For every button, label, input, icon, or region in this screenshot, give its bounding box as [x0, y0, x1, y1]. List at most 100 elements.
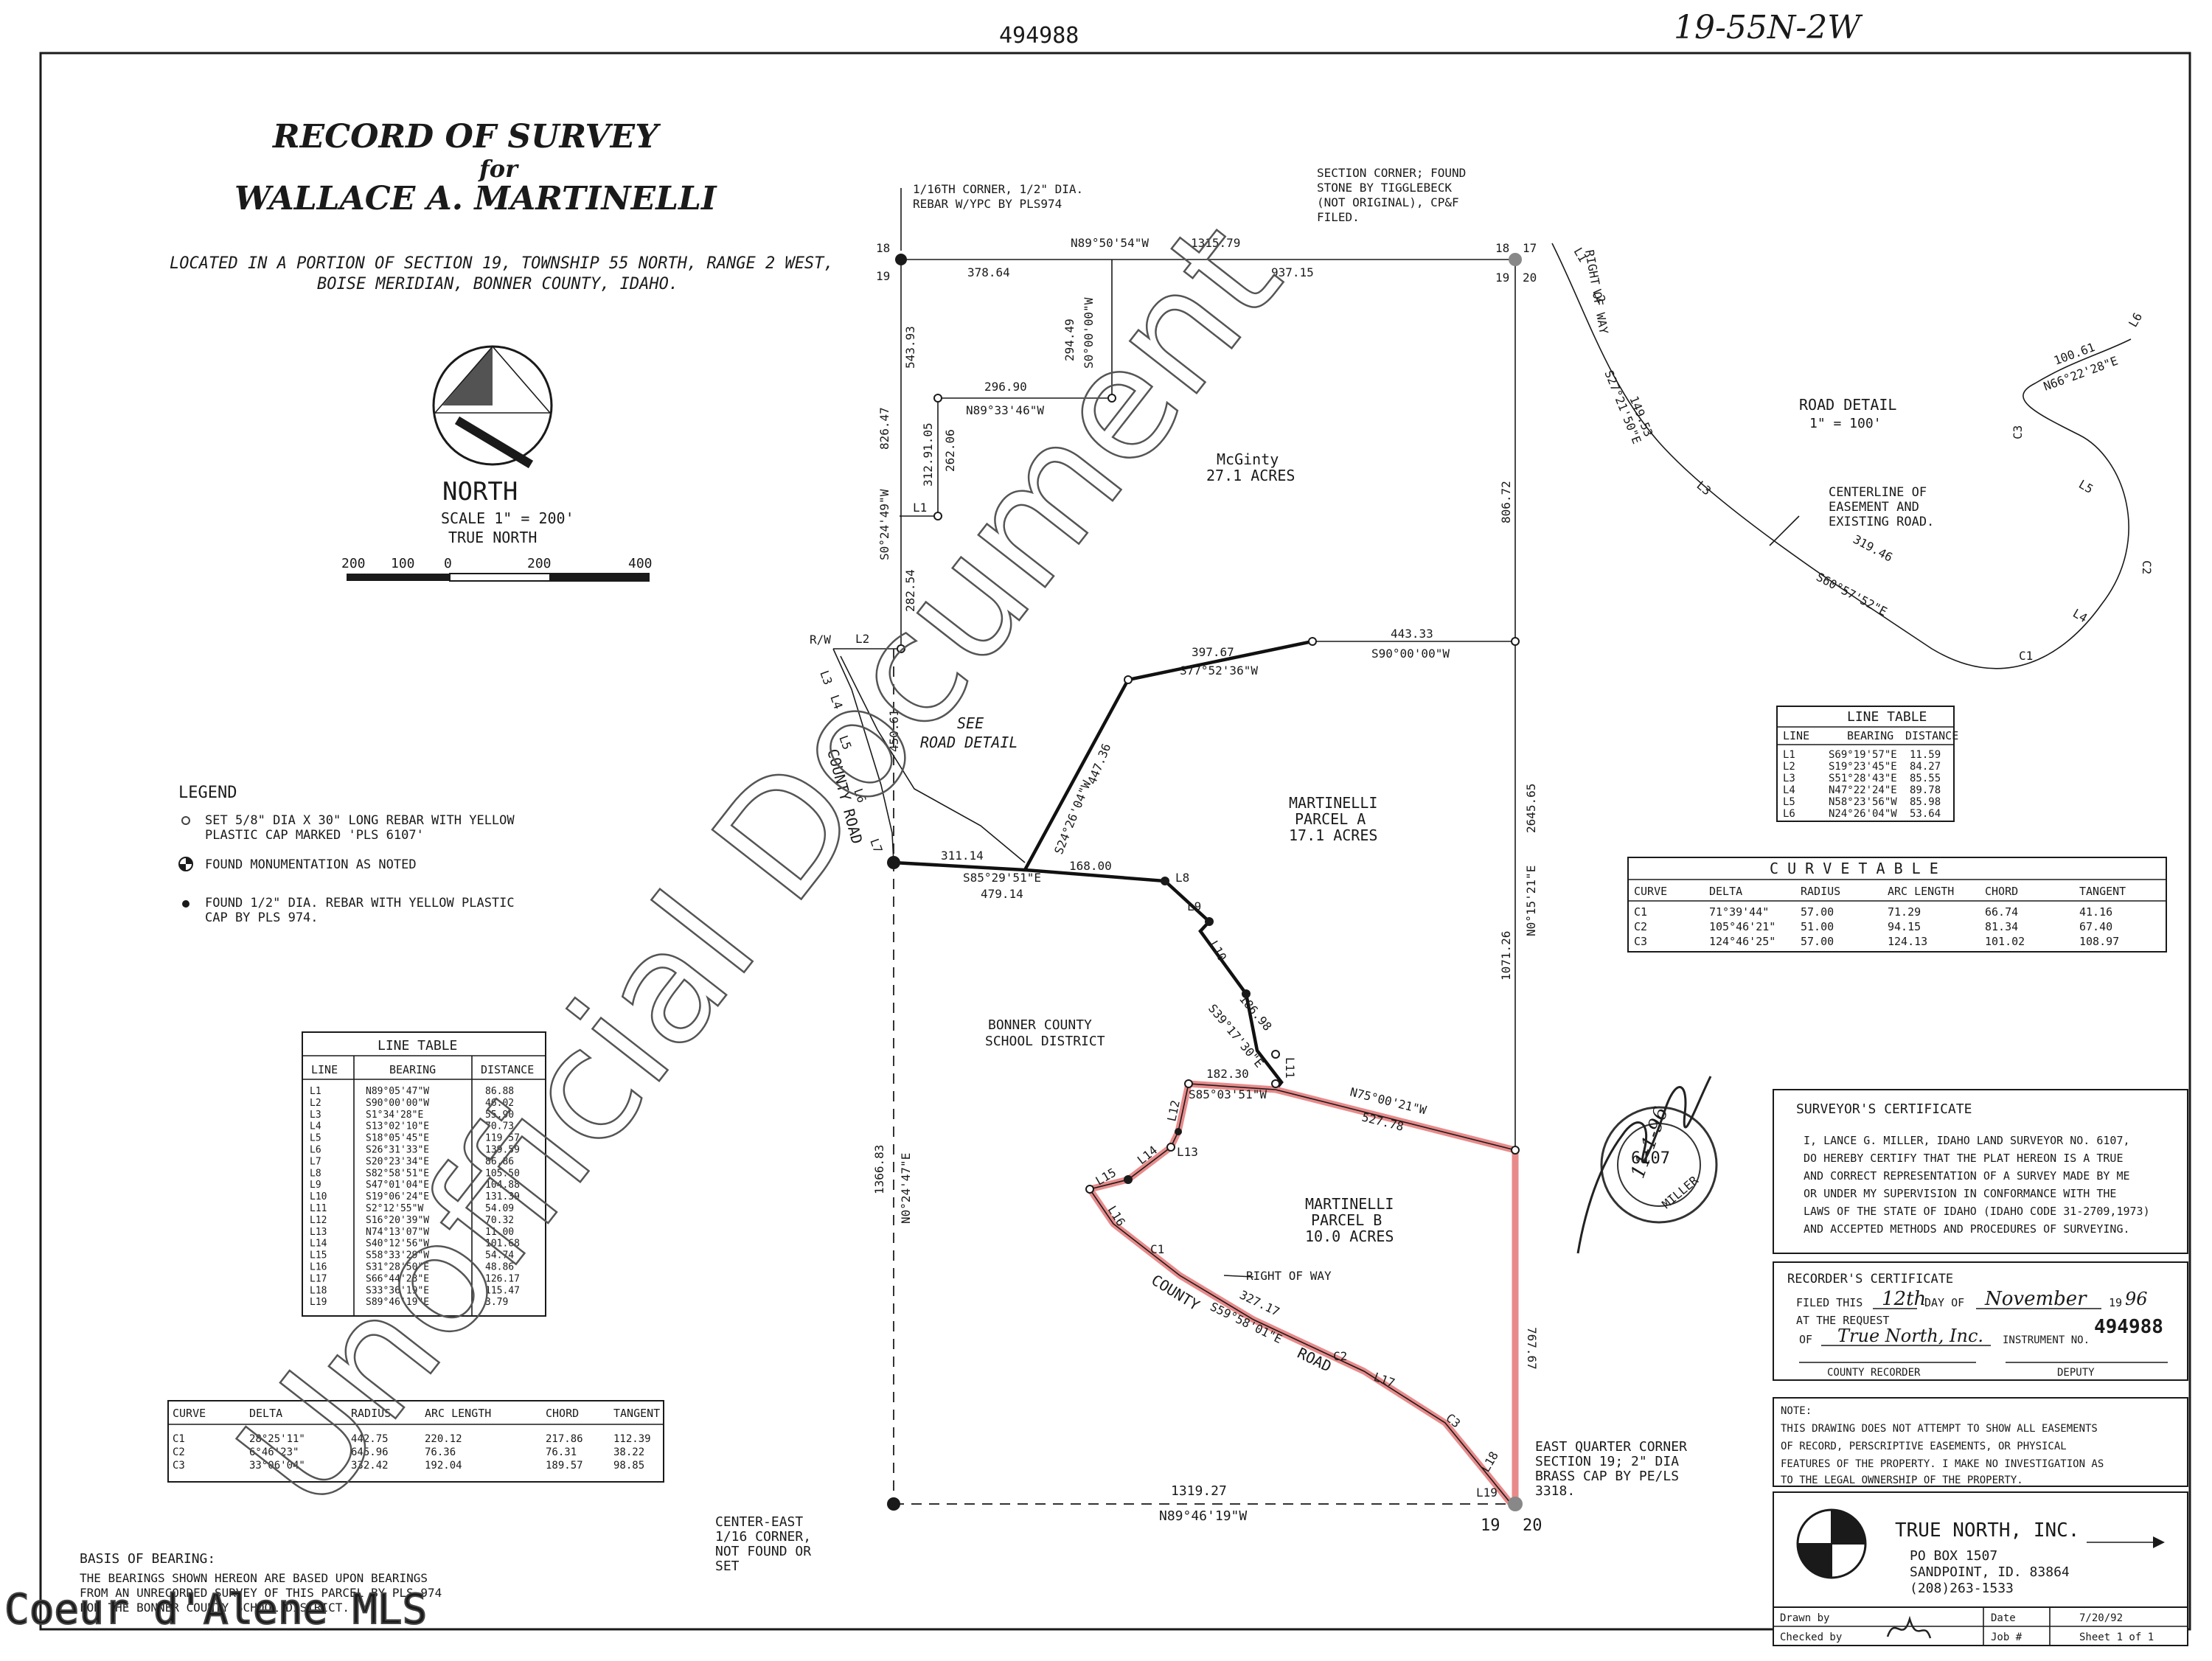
- arrow-right-icon: [2153, 1536, 2165, 1548]
- line-table-left-cell: S82°58'51"E: [366, 1168, 429, 1179]
- company-addr-2: SANDPOINT, ID. 83864: [1910, 1564, 2070, 1580]
- monument-icon: [178, 857, 193, 871]
- curve-table-right-header: TANGENT: [2079, 885, 2126, 898]
- dist-397: 397.67: [1192, 645, 1234, 659]
- parcel-b-name: MARTINELLI: [1305, 1195, 1394, 1213]
- curve-table-right-cell: 57.00: [1801, 905, 1834, 919]
- label-l17: L17: [1372, 1370, 1397, 1390]
- curve-table-right-cell: 101.02: [1985, 935, 2025, 948]
- bearing-s85-29-51: S85°29'51"E: [963, 871, 1041, 885]
- dist-450: 450.61: [887, 709, 901, 752]
- recorder-year-prefix: 19: [2109, 1296, 2122, 1309]
- north-line-bearing: N89°50'54"W: [1071, 236, 1149, 250]
- scale-tick-3: 0: [444, 556, 452, 571]
- line-table-right-cell: N58°23'56"W: [1829, 796, 1897, 808]
- line-table-left-cell: S18°05'45"E: [366, 1133, 429, 1144]
- sec-num-se-19: 19: [1481, 1517, 1500, 1535]
- parcel-b-acres: 10.0 ACRES: [1305, 1228, 1394, 1245]
- center-east-1: CENTER-EAST: [715, 1514, 803, 1530]
- curve-table-right-cell: C1: [1634, 905, 1647, 919]
- basis-of-bearing: BASIS OF BEARING: THE BEARINGS SHOWN HER…: [80, 1551, 442, 1615]
- surveyor-cert-line-2: DO HEREBY CERTIFY THAT THE PLAT HEREON I…: [1804, 1152, 2123, 1165]
- corner-1-16-line-2: REBAR W/YPC BY PLS974: [913, 197, 1062, 211]
- label-c1: C1: [1150, 1242, 1164, 1256]
- line-table-left-cell: 104.88: [485, 1180, 520, 1191]
- line-table-right-cell: N24°26'04"W: [1829, 808, 1897, 820]
- curve-table-right-header: CURVE: [1634, 885, 1667, 898]
- bearing-s77-52-36: S77°52'36"W: [1180, 664, 1258, 678]
- line-table-left-cell: L1: [310, 1086, 321, 1097]
- dist-447: 447.36: [1085, 742, 1113, 787]
- legend-item-1-line-2: PLASTIC CAP MARKED 'PLS 6107': [205, 828, 424, 843]
- section-corner-line-4: FILED.: [1317, 210, 1360, 224]
- surveyor-cert-line-5: LAWS OF THE STATE OF IDAHO (IDAHO CODE 3…: [1804, 1205, 2150, 1218]
- line-table-right-cell: L6: [1783, 808, 1795, 820]
- road-detail-l6: L6: [2126, 310, 2145, 330]
- line-table-left-h3: DISTANCE: [481, 1063, 534, 1076]
- note-line-3: FEATURES OF THE PROPERTY. I MAKE NO INVE…: [1781, 1458, 2104, 1470]
- curve-table-right-cell: 124°46'25": [1709, 935, 1775, 948]
- line-table-left-cell: 86.86: [485, 1156, 514, 1167]
- sheet-label: Sheet 1 of 1: [2079, 1632, 2154, 1643]
- survey-title-for: for: [478, 155, 519, 183]
- label-c2: C2: [1333, 1349, 1347, 1363]
- line-table-left-cell: S47°01'04"E: [366, 1180, 429, 1191]
- school-line-2: SCHOOL DISTRICT: [985, 1034, 1105, 1049]
- scale-bar: 200 100 0 200 400: [341, 556, 653, 582]
- centerline-2: EASEMENT AND: [1829, 500, 1919, 515]
- curve-table-right-cell: 81.34: [1985, 920, 2018, 933]
- parcel-a-acres: 17.1 ACRES: [1289, 826, 1377, 844]
- corner-brand: Coeur d'Alene MLS: [4, 1586, 427, 1634]
- recorder-county-recorder: COUNTY RECORDER: [1827, 1367, 1921, 1379]
- bearing-n0-24-47: N0°24'47"E: [899, 1153, 913, 1224]
- section-corner-line-1: SECTION CORNER; FOUND: [1317, 166, 1466, 180]
- line-table-left-cell: 70.73: [485, 1121, 514, 1132]
- bearing-n0-15-21: N0°15'21"E: [1524, 866, 1538, 936]
- line-table-right-h2: BEARING: [1847, 729, 1893, 742]
- true-north-label: TRUE NORTH: [448, 529, 537, 546]
- line-table-left-cell: 55.90: [485, 1110, 514, 1121]
- line-table-left-cell: 119.57: [485, 1133, 520, 1144]
- center-east-4: SET: [715, 1559, 740, 1574]
- job-label: Job #: [1991, 1632, 2023, 1643]
- label-l2: L2: [855, 632, 869, 646]
- line-table-left-cell: L11: [310, 1203, 327, 1214]
- line-table-left-cell: 101.68: [485, 1239, 520, 1250]
- line-table-right-cell: 89.78: [1910, 784, 1941, 796]
- location-line-1: LOCATED IN A PORTION OF SECTION 19, TOWN…: [170, 254, 834, 273]
- dist-1319: 1319.27: [1171, 1483, 1227, 1499]
- surveyor-cert-line-4: OR UNDER MY SUPERVISION IN CONFORMANCE W…: [1804, 1187, 2116, 1200]
- label-l8: L8: [1175, 871, 1189, 885]
- line-table-right-h1: LINE: [1783, 729, 1809, 742]
- surveyor-seal: 6107 11-1-96 MILLER: [1576, 1076, 1718, 1254]
- sec-num-nw-19: 19: [876, 269, 890, 283]
- curve-table-left-cell: 38.22: [613, 1446, 644, 1458]
- label-l16: L16: [1105, 1203, 1128, 1229]
- label-l9: L9: [1187, 899, 1201, 913]
- dist-2645: 2645.65: [1524, 784, 1538, 833]
- line-table-left-cell: 86.88: [485, 1086, 514, 1097]
- label-l11: L11: [1283, 1057, 1297, 1079]
- curve-table-right-cell: 94.15: [1888, 920, 1921, 933]
- company-logo-icon: [1796, 1508, 1867, 1579]
- line-table-left-cell: 115.47: [485, 1285, 520, 1296]
- surveyor-cert-line-6: AND ACCEPTED METHODS AND PROCEDURES OF S…: [1804, 1222, 2130, 1236]
- sec-num-ne-19: 19: [1495, 271, 1509, 285]
- company-phone: (208)263-1533: [1910, 1581, 2014, 1596]
- date-value: 7/20/92: [2079, 1612, 2123, 1624]
- dist-443: 443.33: [1391, 627, 1433, 641]
- curve-table-left-cell: 220.12: [425, 1433, 462, 1445]
- dist-294: 294.49: [1062, 318, 1077, 361]
- line-table-left-title: LINE TABLE: [378, 1038, 457, 1054]
- recorder-year-value: 96: [2125, 1289, 2148, 1309]
- surveyor-cert-line-3: AND CORRECT REPRESENTATION OF A SURVEY M…: [1804, 1169, 2130, 1183]
- north-seg-west: 378.64: [967, 265, 1010, 279]
- line-table-left-cell: S58°33'29"W: [366, 1250, 429, 1261]
- open-circle-icon: [181, 816, 190, 825]
- sheet-border: [39, 52, 2191, 1631]
- curve-table-right-cell: 124.13: [1888, 935, 1927, 948]
- mcginty-name: McGinty: [1217, 450, 1279, 468]
